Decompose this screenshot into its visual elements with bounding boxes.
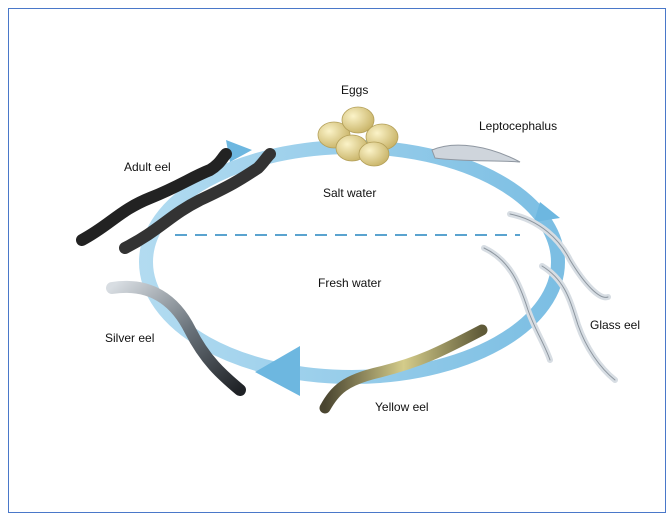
- label-leptocephalus: Leptocephalus: [479, 119, 557, 133]
- label-adult-eel: Adult eel: [124, 160, 171, 174]
- label-yellow-eel: Yellow eel: [375, 400, 429, 414]
- yellow-eel-illustration: [325, 330, 482, 408]
- label-eggs: Eggs: [341, 83, 368, 97]
- eggs-illustration: [318, 107, 398, 166]
- label-salt-water: Salt water: [323, 186, 376, 200]
- arrowhead-bottom: [255, 346, 300, 396]
- leptocephalus-illustration: [432, 145, 520, 162]
- label-fresh-water: Fresh water: [318, 276, 381, 290]
- label-glass-eel: Glass eel: [590, 318, 640, 332]
- label-silver-eel: Silver eel: [105, 331, 154, 345]
- cycle-ring: [146, 147, 558, 377]
